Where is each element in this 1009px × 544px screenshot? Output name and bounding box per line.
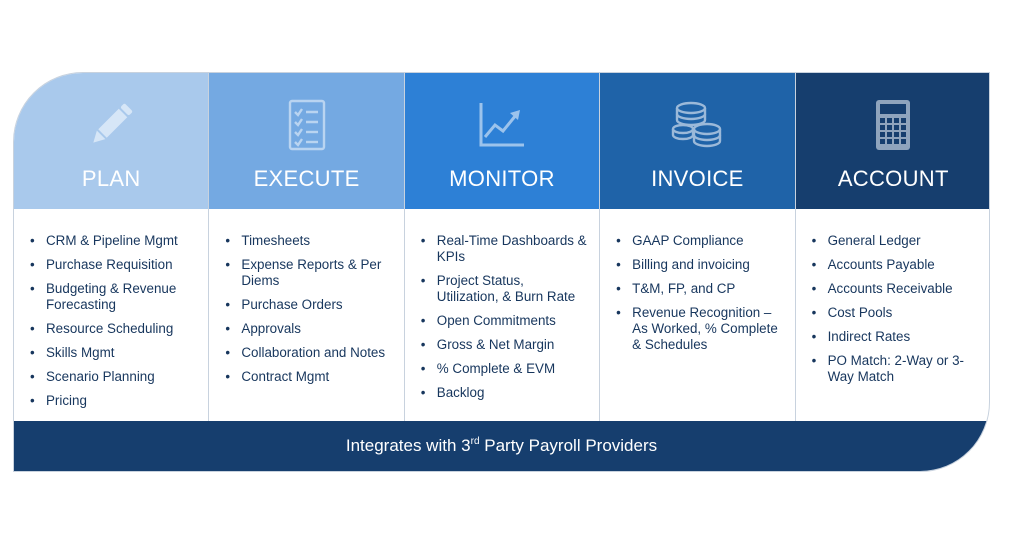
list-item: Resource Scheduling (28, 321, 198, 337)
column-monitor: MONITOR Real-Time Dashboards & KPIs Proj… (404, 73, 601, 423)
column-title-account: ACCOUNT (837, 166, 949, 191)
calculator-icon (867, 99, 919, 151)
coins-icon (671, 99, 723, 151)
column-title-invoice: INVOICE (651, 166, 744, 191)
list-item: PO Match: 2-Way or 3-Way Match (810, 353, 981, 385)
list-item: Collaboration and Notes (223, 345, 393, 361)
footer-text-superscript: rd (470, 436, 480, 447)
list-item: Gross & Net Margin (419, 337, 589, 353)
list-item: Scenario Planning (28, 369, 198, 385)
list-item: Pricing (28, 393, 198, 409)
trend-chart-icon (476, 99, 528, 151)
footer-banner: Integrates with 3rd Party Payroll Provid… (14, 421, 989, 471)
column-title-execute: EXECUTE (253, 166, 360, 191)
list-item: Contract Mgmt (223, 369, 393, 385)
list-item: Purchase Orders (223, 297, 393, 313)
columns: PLAN CRM & Pipeline Mgmt Purchase Requis… (14, 73, 989, 423)
column-plan: PLAN CRM & Pipeline Mgmt Purchase Requis… (14, 73, 210, 423)
checklist-icon (281, 99, 333, 151)
item-list-account: General Ledger Accounts Payable Accounts… (796, 209, 989, 393)
column-header-account: ACCOUNT (795, 73, 989, 209)
column-title-monitor: MONITOR (449, 166, 555, 191)
item-list-execute: Timesheets Expense Reports & Per Diems P… (209, 209, 403, 393)
list-item: Skills Mgmt (28, 345, 198, 361)
list-item: Real-Time Dashboards & KPIs (419, 233, 589, 265)
list-item: Budgeting & Revenue Forecasting (28, 281, 198, 313)
list-item: Project Status, Utilization, & Burn Rate (419, 273, 589, 305)
footer-text-suffix: Party Payroll Providers (479, 436, 658, 455)
item-list-plan: CRM & Pipeline Mgmt Purchase Requisition… (14, 209, 208, 417)
column-header-monitor: MONITOR (404, 73, 600, 209)
pencil-icon (85, 99, 137, 151)
column-header-plan: PLAN (14, 73, 209, 209)
footer-text-prefix: Integrates with 3 (345, 436, 471, 455)
list-item: Cost Pools (810, 305, 981, 321)
list-item: Revenue Recognition – As Worked, % Compl… (614, 305, 784, 353)
list-item: Billing and invoicing (614, 257, 784, 273)
list-item: Accounts Payable (810, 257, 981, 273)
list-item: GAAP Compliance (614, 233, 784, 249)
column-header-invoice: INVOICE (600, 73, 795, 209)
column-execute: EXECUTE Timesheets Expense Reports & Per… (209, 73, 405, 423)
list-item: Accounts Receivable (810, 281, 981, 297)
list-item: Timesheets (223, 233, 393, 249)
list-item: % Complete & EVM (419, 361, 589, 377)
list-item: Indirect Rates (810, 329, 981, 345)
item-list-invoice: GAAP Compliance Billing and invoicing T&… (600, 209, 794, 361)
item-list-monitor: Real-Time Dashboards & KPIs Project Stat… (405, 209, 599, 409)
process-diagram: PLAN CRM & Pipeline Mgmt Purchase Requis… (13, 72, 990, 472)
list-item: Purchase Requisition (28, 257, 198, 273)
column-invoice: INVOICE GAAP Compliance Billing and invo… (600, 73, 796, 423)
list-item: CRM & Pipeline Mgmt (28, 233, 198, 249)
list-item: Approvals (223, 321, 393, 337)
list-item: Expense Reports & Per Diems (223, 257, 393, 289)
list-item: Open Commitments (419, 313, 589, 329)
list-item: General Ledger (810, 233, 981, 249)
column-title-plan: PLAN (81, 166, 141, 191)
column-account: ACCOUNT General Ledger Accounts Payable … (795, 73, 989, 423)
list-item: Backlog (419, 385, 589, 401)
column-header-execute: EXECUTE (209, 73, 404, 209)
list-item: T&M, FP, and CP (614, 281, 784, 297)
